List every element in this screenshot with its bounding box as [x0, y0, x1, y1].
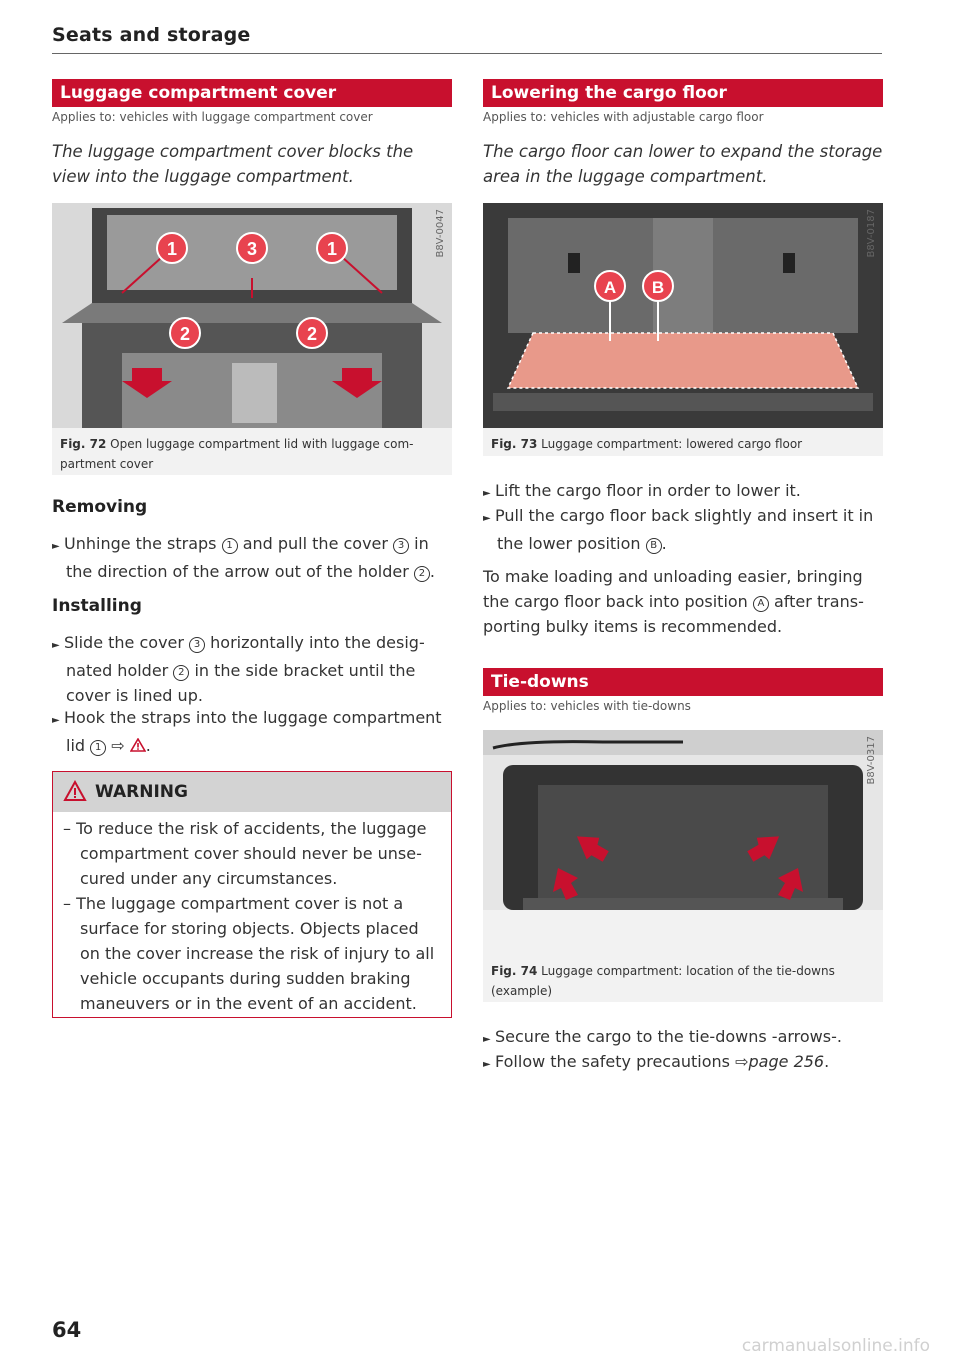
removing-step-1: ►Unhinge the straps 1 and pull the cover…	[52, 534, 435, 582]
warning-ref-icon	[129, 737, 147, 752]
warning-item-1: – To reduce the risk of accidents, the l…	[63, 819, 427, 888]
cargo-step-2: ►Pull the cargo floor back slightly and …	[483, 506, 874, 554]
figure-74: B8V-0317 Fig. 74 Luggage compartment: lo…	[483, 730, 883, 1002]
callout-2-right: 2	[296, 317, 328, 349]
cargo-step-1: ►Lift the cargo floor in order to lower …	[483, 481, 801, 500]
installing-step-1: ►Slide the cover 3 horizontally into the…	[52, 633, 425, 705]
warning-box: WARNING – To reduce the risk of accident…	[52, 771, 452, 1018]
callout-a: A	[594, 270, 626, 302]
callout-3: 3	[236, 232, 268, 264]
svg-text:1: 1	[327, 239, 337, 259]
intro-luggage-cover: The luggage compartment cover blocks the…	[52, 142, 414, 186]
warning-item-2: – The luggage compartment cover is not a…	[63, 894, 435, 1013]
page-header-title: Seats and storage	[52, 24, 251, 46]
page-reference-link[interactable]: page 256	[748, 1052, 825, 1071]
tie-step-2: ►Follow the safety precautions ⇨page 256…	[483, 1052, 830, 1071]
cargo-paragraph: To make loading and unloading easier, br…	[483, 567, 864, 636]
svg-text:2: 2	[180, 324, 190, 344]
header-rule	[52, 53, 882, 54]
warning-header: WARNING	[53, 772, 451, 812]
figure-72-code: B8V-0047	[435, 209, 446, 258]
svg-text:A: A	[604, 278, 616, 297]
subhead-removing: Removing	[52, 497, 148, 517]
figure-74-caption: Fig. 74 Luggage compartment: location of…	[491, 964, 835, 998]
section-title-tie-downs: Tie-downs	[483, 668, 883, 696]
svg-text:1: 1	[167, 239, 177, 259]
section-title-cargo-floor: Lowering the cargo floor	[483, 79, 883, 107]
figure-72-illustration: 1 3 1 2 2	[52, 203, 452, 428]
callout-1-right: 1	[316, 232, 348, 264]
figure-74-code: B8V-0317	[866, 736, 877, 785]
watermark: carmanualsonline.info	[741, 1336, 930, 1356]
figure-72-caption: Fig. 72 Open luggage compartment lid wit…	[60, 437, 414, 471]
subhead-installing: Installing	[52, 596, 142, 616]
figure-73-caption: Fig. 73 Luggage compartment: lowered car…	[491, 437, 803, 451]
figure-73-illustration: A B	[483, 203, 883, 428]
warning-icon	[63, 780, 87, 801]
figure-73-code: B8V-0187	[866, 209, 877, 258]
figure-74-illustration	[483, 730, 883, 955]
callout-2-left: 2	[169, 317, 201, 349]
installing-step-2: ►Hook the straps into the luggage compar…	[52, 708, 442, 756]
svg-text:2: 2	[307, 324, 317, 344]
applies-luggage-cover: Applies to: vehicles with luggage compar…	[52, 110, 373, 124]
callout-1-left: 1	[156, 232, 188, 264]
figure-72: 1 3 1 2 2 B8V-0047 Fig. 72 Open luggage …	[52, 203, 452, 475]
svg-text:3: 3	[247, 239, 257, 259]
svg-text:B: B	[652, 278, 664, 297]
section-title-luggage-cover: Luggage compartment cover	[52, 79, 452, 107]
callout-b: B	[642, 270, 674, 302]
tie-step-1: ►Secure the cargo to the tie-downs -arro…	[483, 1027, 842, 1046]
applies-tie-downs: Applies to: vehicles with tie-downs	[483, 699, 691, 713]
intro-cargo-floor: The cargo floor can lower to expand the …	[483, 142, 883, 186]
applies-cargo-floor: Applies to: vehicles with adjustable car…	[483, 110, 764, 124]
page-number: 64	[52, 1318, 82, 1342]
figure-73: A B B8V-0187 Fig. 73 Luggage compartment…	[483, 203, 883, 456]
